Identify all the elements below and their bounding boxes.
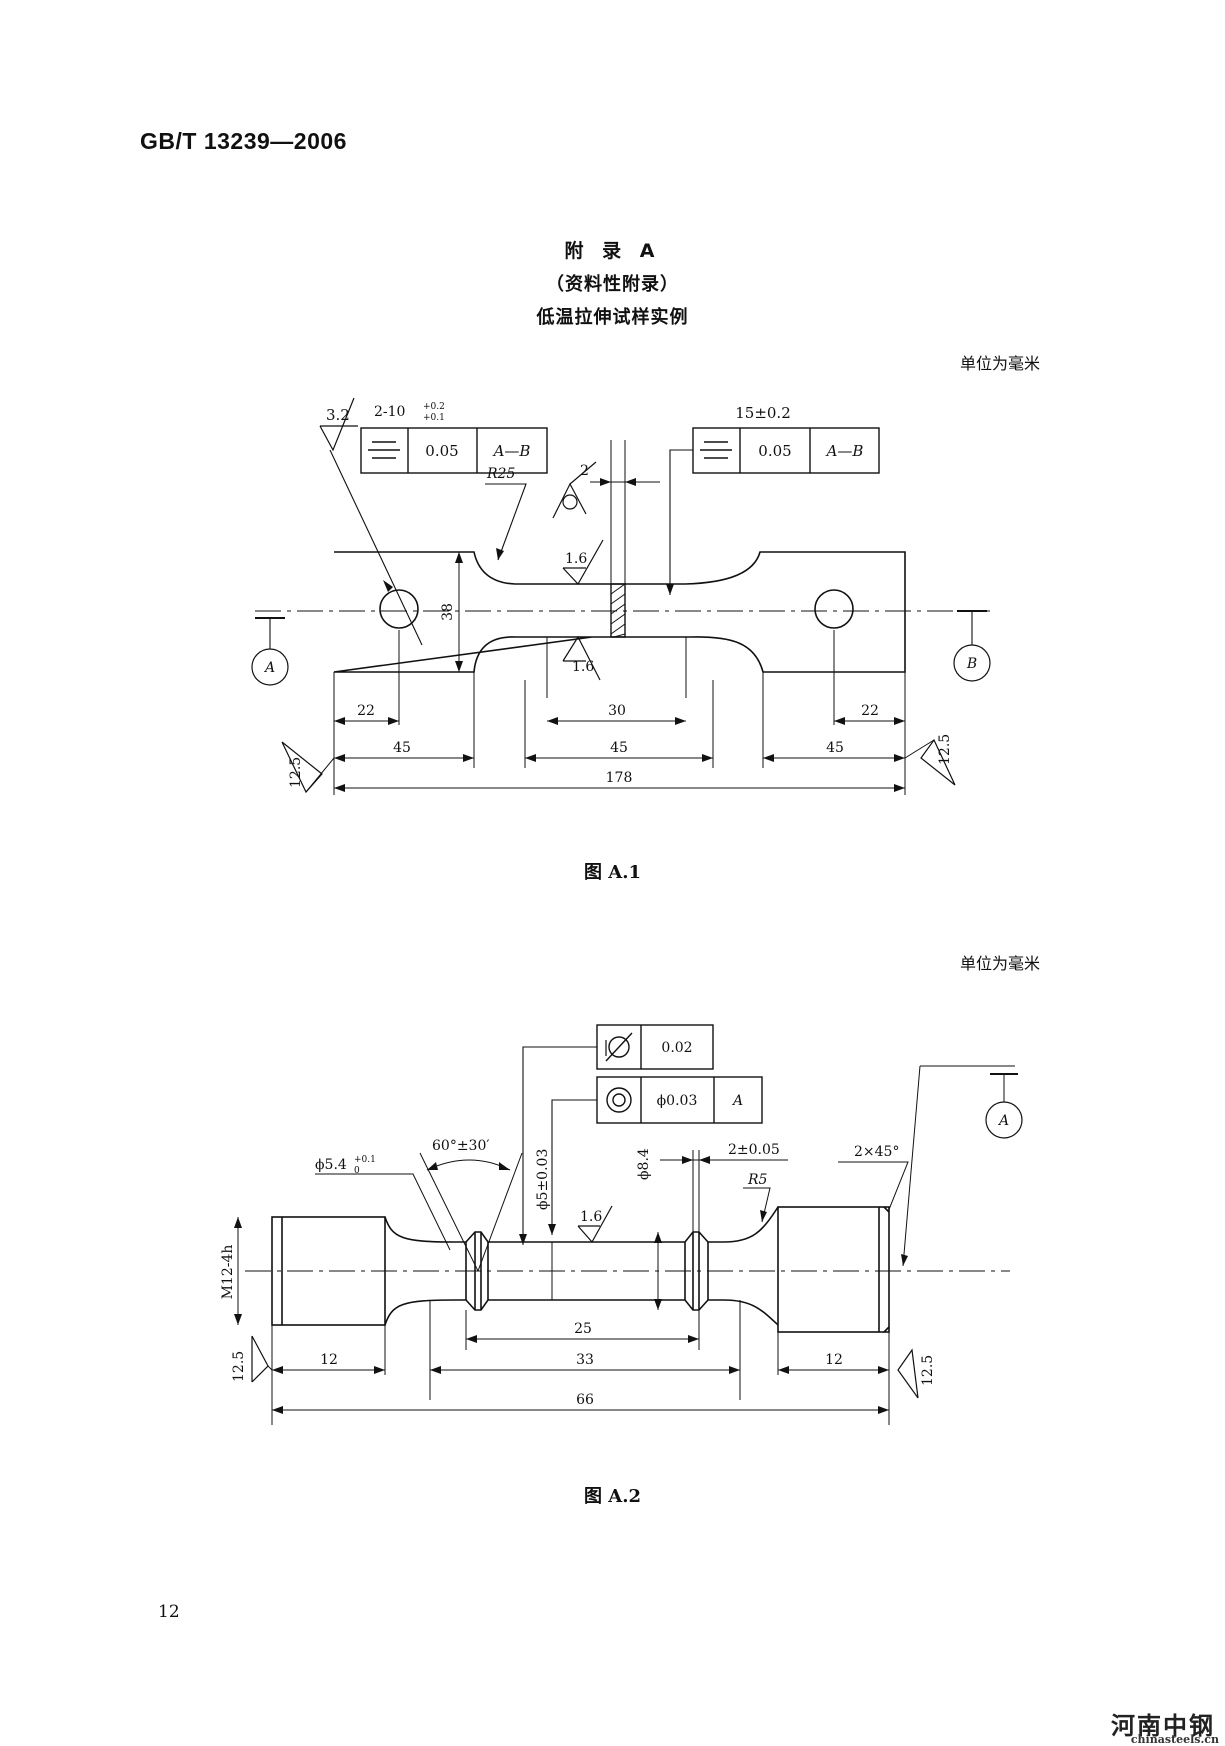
unit-note-a1: 单位为毫米	[960, 354, 1041, 373]
roughness-1.6-top: 1.6	[562, 539, 604, 586]
svg-text:0.05: 0.05	[758, 442, 791, 460]
svg-text:0.02: 0.02	[661, 1040, 692, 1056]
dim-2: 2	[580, 440, 660, 584]
datum-b: B	[953, 610, 991, 682]
svg-text:25: 25	[574, 1321, 592, 1337]
dim-m12: M12-4h	[220, 1217, 242, 1325]
svg-text:12.5: 12.5	[937, 734, 953, 765]
datum-a-a2: A	[901, 1065, 1023, 1267]
dim-22-left: 22	[334, 703, 399, 725]
roughness-1.6-bottom: 1.6	[562, 635, 601, 681]
dim-groove: 2±0.05	[660, 1142, 788, 1232]
roughness-12.5-left-a2: 12.5	[231, 1335, 273, 1383]
svg-text:A: A	[997, 1113, 1009, 1129]
watermark-url: chinasteels.cn	[1130, 1733, 1219, 1746]
dim-30: 30	[547, 703, 686, 725]
runout-frame: 0.02	[596, 1024, 714, 1070]
svg-text:12: 12	[825, 1352, 843, 1368]
dim-22-right: 22	[834, 703, 905, 725]
dia84-label: ϕ8.4	[636, 1148, 652, 1180]
svg-text:45: 45	[393, 740, 411, 756]
svg-text:1.6: 1.6	[572, 659, 594, 675]
svg-text:66: 66	[576, 1392, 594, 1408]
dim-25: 25	[466, 1321, 699, 1343]
specimen-outline	[333, 551, 906, 673]
figure-a1-drawing: 0.05 A—B 0.05 A—B 15±0.2 3.2 2-10 +0.2 +…	[251, 397, 991, 795]
hole-leader	[329, 449, 423, 646]
runout-leader	[522, 1046, 597, 1245]
annex-title: 附 录 A	[564, 240, 661, 262]
chamfer-label: 2×45°	[854, 1144, 899, 1160]
roughness-1.6-a2: 1.6	[577, 1205, 613, 1244]
roughness-12.5-left: 12.5	[281, 741, 335, 794]
radius-r5: R5	[747, 1172, 768, 1188]
svg-text:M12-4h: M12-4h	[220, 1245, 236, 1300]
svg-text:12.5: 12.5	[231, 1351, 247, 1382]
page-number: 12	[158, 1602, 180, 1622]
svg-text:B: B	[966, 656, 977, 672]
hole-spec: 2-10	[374, 404, 405, 420]
svg-text:0.05: 0.05	[425, 442, 458, 460]
svg-text:45: 45	[826, 740, 844, 756]
svg-text:178: 178	[606, 770, 633, 786]
gauge-hatch	[610, 583, 626, 638]
svg-text:45: 45	[610, 740, 628, 756]
dim-33: 33	[430, 1352, 740, 1374]
left-grip-hole	[379, 589, 419, 629]
frame2-leader	[669, 449, 693, 595]
roughness-12.5-right-a2: 12.5	[897, 1348, 936, 1399]
caption-a2: 图 A.2	[583, 1486, 642, 1507]
bore-tol-upper: +0.1	[354, 1155, 376, 1165]
roughness-3.2: 3.2	[319, 397, 358, 452]
gauge-dia-label: ϕ5±0.03	[535, 1149, 551, 1210]
datum-a: A	[251, 617, 289, 686]
dim-45-left: 45	[334, 740, 474, 762]
svg-text:22: 22	[861, 703, 879, 719]
dim-45-right: 45	[763, 740, 905, 762]
annex-subtitle: （资料性附录）	[546, 274, 679, 295]
svg-text:A—B: A—B	[825, 442, 864, 460]
tolerance-frame-1: 0.05 A—B	[360, 427, 548, 474]
dim-45-middle: 45	[525, 740, 713, 762]
svg-text:33: 33	[576, 1352, 594, 1368]
bore-tol-lower: 0	[354, 1166, 360, 1176]
dim-38: 38	[440, 552, 463, 672]
radius-r25: R25	[486, 466, 515, 482]
svg-text:30: 30	[608, 703, 626, 719]
bore-label: ϕ5.4	[315, 1157, 347, 1173]
annex-heading: 低温拉伸试样实例	[536, 307, 689, 328]
caption-a1: 图 A.1	[583, 862, 642, 883]
hole-tol-lower: +0.1	[423, 413, 445, 423]
dim-66: 66	[272, 1392, 889, 1414]
svg-text:A—B: A—B	[492, 442, 531, 460]
svg-text:3.2: 3.2	[326, 406, 350, 424]
svg-text:2±0.05: 2±0.05	[728, 1142, 780, 1158]
unit-note-a2: 单位为毫米	[960, 954, 1041, 973]
figure-a2-drawing: 0.02 ϕ0.03 A M12-4h	[220, 1024, 1023, 1425]
svg-text:22: 22	[357, 703, 375, 719]
roughness-12.5-right: 12.5	[904, 734, 956, 786]
dim-178: 178	[334, 770, 905, 792]
concentricity-frame: ϕ0.03 A	[596, 1076, 763, 1124]
svg-text:12.5: 12.5	[288, 757, 304, 788]
angle-label: 60°±30′	[432, 1138, 490, 1154]
hole-tol-upper: +0.2	[423, 402, 445, 412]
svg-text:1.6: 1.6	[565, 551, 587, 567]
svg-text:A: A	[263, 660, 275, 676]
standard-number: GB/T 13239—2006	[140, 128, 347, 154]
concentricity-leader	[551, 1099, 597, 1235]
svg-text:12.5: 12.5	[920, 1355, 936, 1386]
dim-12-right: 12	[778, 1352, 889, 1374]
svg-text:ϕ0.03: ϕ0.03	[657, 1093, 698, 1109]
width-spec-label: 15±0.2	[735, 404, 791, 422]
watermark-logo: 河南中钢	[1111, 1712, 1215, 1740]
svg-text:1.6: 1.6	[580, 1209, 602, 1225]
right-grip-hole	[814, 589, 854, 629]
svg-text:A: A	[731, 1093, 743, 1109]
svg-text:38: 38	[440, 603, 456, 621]
dim-12-left: 12	[272, 1352, 385, 1374]
roughness-no-removal	[552, 461, 597, 519]
tolerance-frame-2: 0.05 A—B	[692, 427, 880, 474]
svg-text:12: 12	[320, 1352, 338, 1368]
